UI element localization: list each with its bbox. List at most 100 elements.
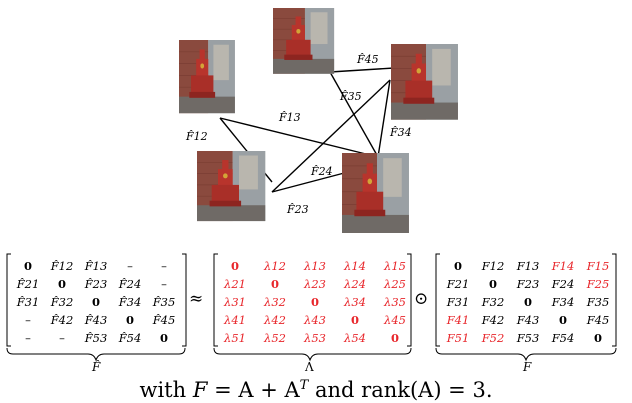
matrix-cell: 0 — [24, 259, 32, 273]
matrix-cell: 0 — [594, 331, 602, 345]
underbrace — [213, 347, 412, 362]
matrix-cell: λ31 — [223, 295, 246, 309]
photo-view-2 — [272, 7, 335, 75]
matrix-cell: F24 — [551, 277, 575, 291]
matrix-cell: F51 — [446, 331, 470, 345]
underbrace — [6, 347, 186, 362]
matrix-cell: 0 — [160, 331, 168, 345]
matrix-cell: λ32 — [263, 295, 286, 309]
matrix-cell: F15 — [586, 259, 610, 273]
edge-label-34: F̂34 — [389, 126, 412, 139]
matrix-cell: F̂32 — [50, 295, 74, 309]
matrix-cell: λ23 — [303, 277, 326, 291]
matrix-cell: λ52 — [263, 331, 286, 345]
matrix-label: Λ — [304, 360, 314, 374]
matrix-cell: F̂12 — [50, 259, 74, 273]
bracket-left — [213, 253, 218, 347]
matrix-cell: F̂35 — [152, 295, 176, 309]
matrix-label: F — [522, 360, 532, 374]
matrix-cell: – — [161, 259, 167, 273]
matrix-cell: F45 — [586, 313, 610, 327]
matrix-cell: λ14 — [343, 259, 366, 273]
matrix-cell: F̂23 — [84, 277, 108, 291]
approx-sign: ≈ — [189, 289, 203, 309]
caption-eq-mid: = A + A — [207, 378, 300, 402]
matrix-cell: F41 — [446, 313, 470, 327]
photo-view-3 — [390, 43, 459, 121]
equation-caption: with F = A + AT and rank(A) = 3. — [0, 373, 632, 403]
matrix-cell: λ25 — [383, 277, 406, 291]
edge-23 — [271, 79, 391, 193]
matrix-cell: 0 — [391, 331, 399, 345]
matrix-cell: λ13 — [303, 259, 326, 273]
edge-label-12: F̂12 — [185, 130, 208, 143]
matrix-cell: F13 — [516, 259, 540, 273]
matrix-cell: – — [25, 331, 31, 345]
matrix-cell: F52 — [481, 331, 505, 345]
matrix-cell: F̂54 — [118, 331, 142, 345]
bracket-left — [435, 253, 440, 347]
matrix-cell: λ34 — [343, 295, 366, 309]
matrix-label: F̂ — [91, 359, 101, 374]
matrix-cell: F12 — [481, 259, 505, 273]
matrix-cell: λ42 — [263, 313, 286, 327]
matrix-cell: λ24 — [343, 277, 366, 291]
matrix-cell: F31 — [446, 295, 470, 309]
matrix-cell: 0 — [489, 277, 497, 291]
matrix-cell: 0 — [454, 259, 462, 273]
matrix-cell: λ21 — [223, 277, 246, 291]
photo-view-4 — [196, 150, 266, 222]
matrix-cell: 0 — [58, 277, 66, 291]
matrix-cell: λ54 — [343, 331, 366, 345]
matrix-cell: λ43 — [303, 313, 326, 327]
matrix-cell: F̂43 — [84, 313, 108, 327]
matrix-cell: F53 — [516, 331, 540, 345]
bracket-left — [6, 253, 11, 347]
matrix-cell: 0 — [231, 259, 239, 273]
matrix-cell: λ35 — [383, 295, 406, 309]
matrix-cell: – — [127, 259, 133, 273]
caption-and-text: and rank(A) = 3. — [308, 378, 493, 402]
matrix-cell: F35 — [586, 295, 610, 309]
matrix-cell: F25 — [586, 277, 610, 291]
matrix-cell: λ51 — [223, 331, 246, 345]
matrix-cell: F14 — [551, 259, 575, 273]
edge-label-35: F̂35 — [339, 90, 362, 103]
photo-view-1 — [178, 39, 236, 114]
matrix-cell: F21 — [446, 277, 470, 291]
matrix-cell: F32 — [481, 295, 505, 309]
matrix-cell: λ45 — [383, 313, 406, 327]
edge-34 — [377, 79, 391, 158]
matrix-cell: 0 — [559, 313, 567, 327]
matrix-cell: 0 — [92, 295, 100, 309]
edge-label-13: F̂13 — [278, 111, 301, 124]
edge-13 — [219, 117, 379, 158]
matrix-cell: 0 — [524, 295, 532, 309]
caption-eq-sup: T — [299, 378, 309, 393]
matrix-cell: F̂13 — [84, 259, 108, 273]
matrix-cell: F23 — [516, 277, 540, 291]
edge-45 — [329, 67, 395, 73]
matrix-cell: λ53 — [303, 331, 326, 345]
bracket-right — [182, 253, 187, 347]
matrix-cell: F̂42 — [50, 313, 74, 327]
edge-24 — [271, 171, 349, 193]
caption-eq-lhs: F — [192, 378, 208, 402]
edge-label-45: F̂45 — [356, 53, 379, 66]
edge-label-23: F̂23 — [286, 203, 309, 216]
matrix-cell: – — [59, 331, 65, 345]
matrix-cell: 0 — [271, 277, 279, 291]
matrix-cell: F54 — [551, 331, 575, 345]
edge-label-24: F̂24 — [310, 165, 333, 178]
matrix-cell: F̂34 — [118, 295, 142, 309]
matrix-cell: F̂53 — [84, 331, 108, 345]
matrix-cell: – — [25, 313, 31, 327]
edge-35 — [329, 71, 379, 158]
caption-prefix: with — [139, 378, 193, 402]
matrix-cell: F̂31 — [16, 295, 40, 309]
matrix-cell: F̂45 — [152, 313, 176, 327]
matrix-cell: 0 — [311, 295, 319, 309]
